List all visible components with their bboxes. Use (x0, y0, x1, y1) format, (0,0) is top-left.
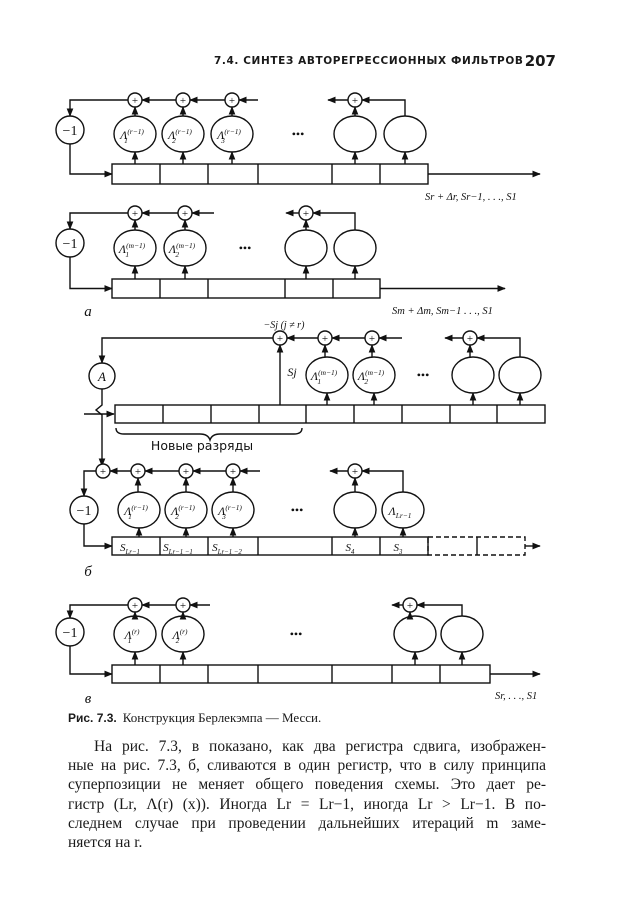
sj-feedback-label: −Sj (j ≠ r) (264, 320, 306, 331)
adder-plus-sign: + (352, 95, 358, 107)
multiplier-label: Λ(r−1)1 (119, 127, 144, 145)
paragraph-line: суперпозиции не меняет общего поведения … (68, 776, 546, 794)
feedback-line (66, 604, 128, 619)
multiplier-label: Λ(m−1)2 (357, 368, 385, 386)
shift-register (111, 278, 381, 299)
adder-plus-sign: + (230, 466, 236, 478)
adder-plus-sign: + (135, 466, 141, 478)
adder-plus-sign: + (183, 466, 189, 478)
feedback-line (69, 646, 113, 678)
multiplier-ellipse (498, 356, 542, 394)
paragraph-line: На рис. 7.3, в показано, как два регистр… (94, 738, 546, 755)
multiplier-label: Λ(m−1)1 (310, 368, 338, 386)
bus-arrow (416, 601, 463, 616)
feedback-line (80, 470, 96, 497)
ellipsis: ••• (292, 127, 305, 141)
register-cell-label: SLr−1 −1 (163, 542, 193, 556)
adder-plus-sign: + (132, 95, 138, 107)
multiplier-label: ΛLr−1 (387, 504, 411, 520)
multiplier-label: Λ(r−1)3 (217, 503, 242, 521)
adder-plus-sign: + (352, 466, 358, 478)
panel-label-a: а (84, 304, 92, 320)
sj-label: Sj (287, 365, 297, 379)
adder-plus-sign: + (303, 208, 309, 220)
new-digits-brace (115, 427, 303, 443)
new-digits-label: Новые разряды (151, 438, 253, 453)
multiplier-ellipse (383, 115, 427, 153)
bus-arrow (361, 467, 404, 492)
output-label: Sm + Δm, Sm−1 . . ., S1 (392, 306, 493, 317)
adder-plus-sign: + (180, 95, 186, 107)
output-label: Sr, . . ., S1 (495, 691, 537, 702)
output-label: Sr + Δr, Sr−1, . . ., S1 (425, 192, 517, 203)
adder-plus-sign: + (369, 333, 375, 345)
multiplier-label: Λ(m−1)1 (118, 241, 146, 259)
feedback-line (94, 389, 106, 467)
negation-label: −1 (77, 504, 92, 519)
feedback-line (66, 99, 128, 117)
ellipsis: ••• (291, 503, 304, 517)
adder-plus-sign: + (407, 600, 413, 612)
adder-plus-sign: + (229, 95, 235, 107)
paragraph-line: няется на r. (68, 834, 143, 852)
figure-caption-text: Конструкция Берлекэмпа — Месси. (122, 710, 322, 725)
bus-arrow (476, 334, 521, 357)
feedback-line (69, 144, 113, 178)
register-cell-label: S4 (346, 542, 356, 556)
multiplier-ellipse (393, 615, 437, 653)
panel-label-v: в (85, 691, 92, 707)
multiplier-ellipse (333, 491, 377, 529)
bus-arrow (361, 96, 406, 116)
multiplier-label: Λ(r−1)2 (170, 503, 195, 521)
panel-label-b: б (84, 564, 92, 580)
feedback-line (98, 337, 273, 364)
multiplier-label: Λ(m−1)2 (168, 241, 196, 259)
multiplier-label: Λ(r)2 (171, 627, 188, 645)
negation-label: −1 (63, 124, 78, 139)
multiplier-ellipse (333, 115, 377, 153)
adder-plus-sign: + (132, 600, 138, 612)
multiplier-label: Λ(r−1)1 (123, 503, 148, 521)
multiplier-label: Λ(r)1 (123, 627, 140, 645)
ellipsis: ••• (239, 241, 252, 255)
multiplier-label: Λ(r−1)2 (167, 127, 192, 145)
a-block-label: A (97, 369, 106, 384)
adder-plus-sign: + (467, 333, 473, 345)
multiplier-ellipse (333, 229, 377, 267)
adder-plus-sign: + (182, 208, 188, 220)
upper-shift-register (114, 404, 546, 424)
figure-caption: Рис. 7.3. Конструкция Берлекэмпа — Месси. (68, 710, 321, 726)
feedback-line (83, 524, 113, 550)
negation-label: −1 (63, 237, 78, 252)
adder-plus-sign: + (132, 208, 138, 220)
body-paragraph: На рис. 7.3, в показано, как два регистр… (68, 737, 546, 852)
paragraph-line: следнем случае при проведении дальнейших… (68, 814, 546, 832)
running-header: 7.4. СИНТЕЗ АВТОРЕГРЕССИОННЫХ ФИЛЬТРОВ 2… (214, 52, 556, 72)
bus-arrow (312, 209, 356, 230)
negation-label: −1 (63, 626, 78, 641)
ellipsis: ••• (417, 368, 430, 382)
feedback-line (69, 257, 113, 292)
shift-register (111, 664, 491, 684)
running-title: 7.4. СИНТЕЗ АВТОРЕГРЕССИОННЫХ ФИЛЬТРОВ (214, 55, 524, 67)
figure-number: Рис. 7.3. (68, 711, 117, 725)
register-cell-label: SLr−1 −2 (212, 542, 242, 556)
register-cell-label: SLr−1 (120, 542, 140, 556)
ellipsis: ••• (290, 627, 303, 641)
multiplier-ellipse (451, 356, 495, 394)
paragraph-line: ные на рис. 7.3, б, сливаются в один рег… (68, 757, 546, 775)
adder-plus-sign: + (100, 466, 106, 478)
multiplier-ellipse (440, 615, 484, 653)
page-number: 207 (524, 52, 556, 70)
multiplier-label: Λ(r−1)3 (216, 127, 241, 145)
adder-plus-sign: + (277, 333, 283, 345)
adder-plus-sign: + (180, 600, 186, 612)
adder-plus-sign: + (322, 333, 328, 345)
feedback-line (66, 212, 128, 230)
register-cell-label: S3 (394, 542, 404, 556)
paragraph-line: гистр (Lr, Λ(r) (x)). Иногда Lr = Lr−1, … (68, 795, 546, 813)
multiplier-ellipse (284, 229, 328, 267)
